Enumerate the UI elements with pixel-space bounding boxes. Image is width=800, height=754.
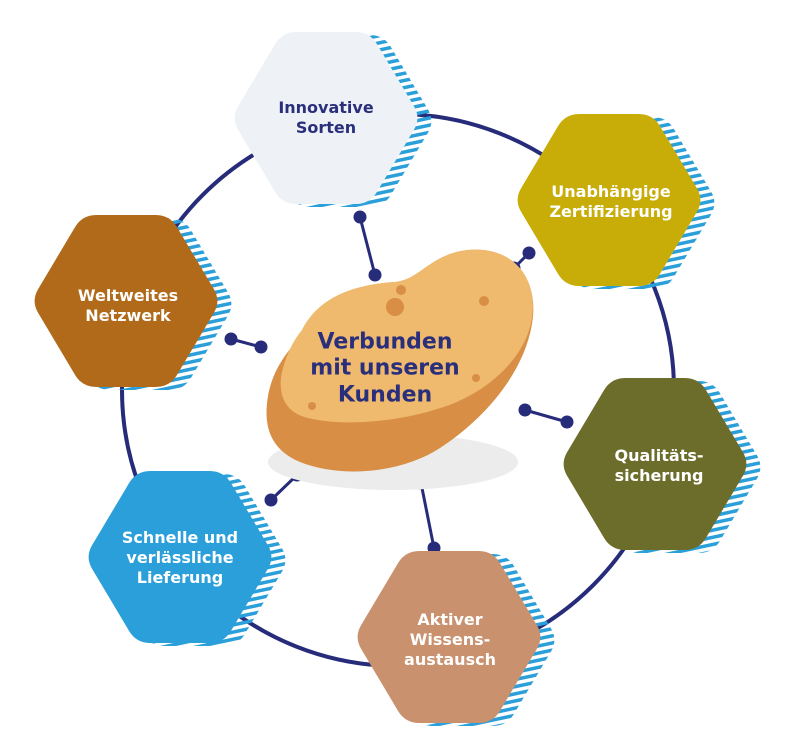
node-label-innovative-sorten: Innovative Sorten — [278, 98, 374, 137]
connector-dot — [368, 268, 382, 282]
hexagon-shape — [34, 215, 218, 387]
potato-illustration — [266, 249, 534, 490]
potato-top — [280, 249, 533, 423]
connector-line — [524, 408, 568, 424]
potato-spot — [472, 374, 480, 382]
potato-spot — [479, 296, 489, 306]
connector-dot — [264, 493, 278, 507]
connectors — [224, 210, 574, 555]
connector-dot — [224, 332, 238, 346]
connector-line — [358, 216, 377, 276]
hexagon-shape — [88, 471, 272, 643]
connector-dot — [353, 210, 367, 224]
node-weltweites-netzwerk — [34, 215, 232, 390]
potato-spot — [308, 402, 316, 410]
node-innovative-sorten — [234, 32, 432, 207]
node-qualitaetssicherung — [563, 378, 761, 553]
node-label-aktiver-wissensaustausch: Aktiver Wissens- austausch — [404, 610, 496, 669]
connector-dot — [522, 246, 536, 260]
potato-spot — [396, 285, 406, 295]
center-title: Verbunden mit unseren Kunden — [310, 329, 460, 408]
potato-spot — [386, 298, 404, 316]
hexagon-shape — [563, 378, 747, 550]
connector-line — [419, 482, 436, 549]
hexagon-nodes — [34, 32, 761, 726]
connector-weltweites-netzwerk — [224, 332, 268, 354]
node-label-weltweites-netzwerk: Weltweites Netzwerk — [77, 286, 179, 325]
connector-qualitaetssicherung — [518, 403, 574, 429]
node-label-schnelle-lieferung: Schnelle und verlässliche Lieferung — [121, 528, 239, 587]
hexagon-shape — [357, 551, 541, 723]
connector-innovative-sorten — [353, 210, 382, 282]
connector-dot — [254, 340, 268, 354]
connector-dot — [560, 415, 574, 429]
node-aktiver-wissensaustausch — [357, 551, 555, 726]
hexagon-shape — [517, 114, 701, 286]
node-label-qualitaetssicherung: Qualitäts- sicherung — [614, 446, 704, 485]
node-label-unabhaengige-zertifizierung: Unabhängige Zertifizierung — [549, 182, 673, 221]
node-unabhaengige-zertifizierung — [517, 114, 715, 289]
node-schnelle-lieferung — [88, 471, 286, 646]
hexagon-shape — [234, 32, 418, 204]
connector-dot — [518, 403, 532, 417]
